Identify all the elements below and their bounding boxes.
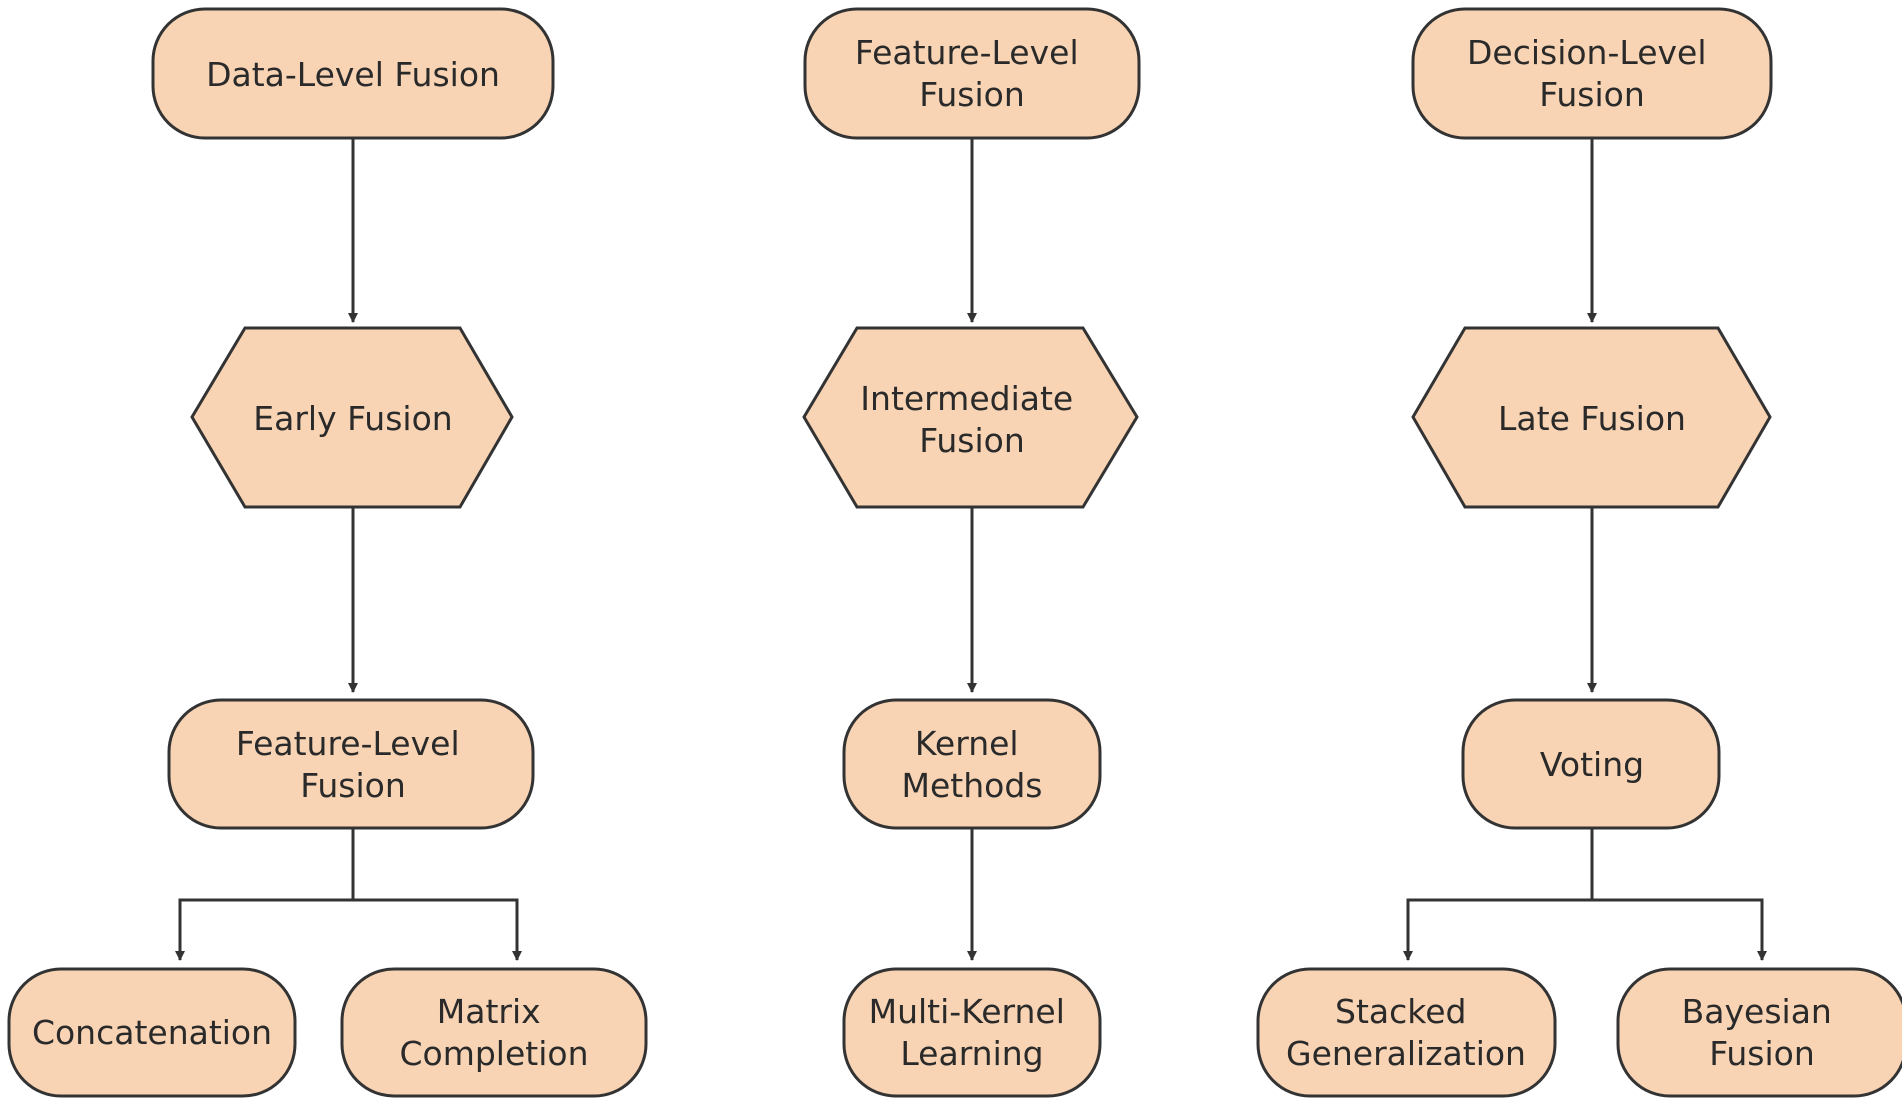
node-stacked-generalization	[1256, 967, 1557, 1098]
branch-voting-split	[1406, 898, 1767, 961]
label-decision-level-fusion: Decision-Level Fusion	[1467, 33, 1717, 114]
label-concatenation: Concatenation	[32, 1013, 272, 1052]
nodes	[7, 7, 1902, 1098]
label-stacked-generalization: Stacked Generalization	[1286, 992, 1526, 1073]
node-early-fusion	[190, 326, 514, 509]
label-bayesian-fusion: Bayesian Fusion	[1682, 992, 1843, 1073]
label-intermediate-fusion: Intermediate Fusion	[860, 379, 1083, 460]
label-late-fusion: Late Fusion	[1498, 399, 1686, 438]
label-multi-kernel-learning: Multi-Kernel Learning	[869, 992, 1076, 1073]
node-kernel-methods	[842, 698, 1102, 830]
node-bayesian-fusion	[1616, 967, 1902, 1098]
label-feature-level-fusion-top: Feature-Level Fusion	[855, 33, 1089, 114]
node-decision-level-fusion	[1411, 7, 1773, 140]
label-feature-level-fusion-mid: Feature-Level Fusion	[236, 724, 470, 805]
label-early-fusion: Early Fusion	[253, 399, 452, 438]
node-feature-level-fusion-mid	[167, 698, 535, 830]
label-kernel-methods: Kernel Methods	[902, 724, 1043, 805]
node-matrix-completion	[340, 967, 648, 1098]
node-intermediate-fusion	[802, 326, 1139, 509]
branch-feature-level-split	[178, 898, 522, 961]
label-matrix-completion: Matrix Completion	[399, 992, 588, 1073]
labels: Data-Level Fusion Feature-Level Fusion D…	[32, 33, 1843, 1073]
label-voting: Voting	[1540, 745, 1644, 784]
node-data-level-fusion	[151, 7, 555, 140]
connectors	[175, 138, 1767, 961]
node-feature-level-fusion-top	[803, 7, 1141, 140]
node-multi-kernel-learning	[842, 967, 1102, 1098]
node-late-fusion	[1411, 326, 1772, 509]
node-concatenation	[7, 967, 297, 1098]
node-voting	[1461, 698, 1721, 830]
label-data-level-fusion: Data-Level Fusion	[206, 55, 500, 94]
